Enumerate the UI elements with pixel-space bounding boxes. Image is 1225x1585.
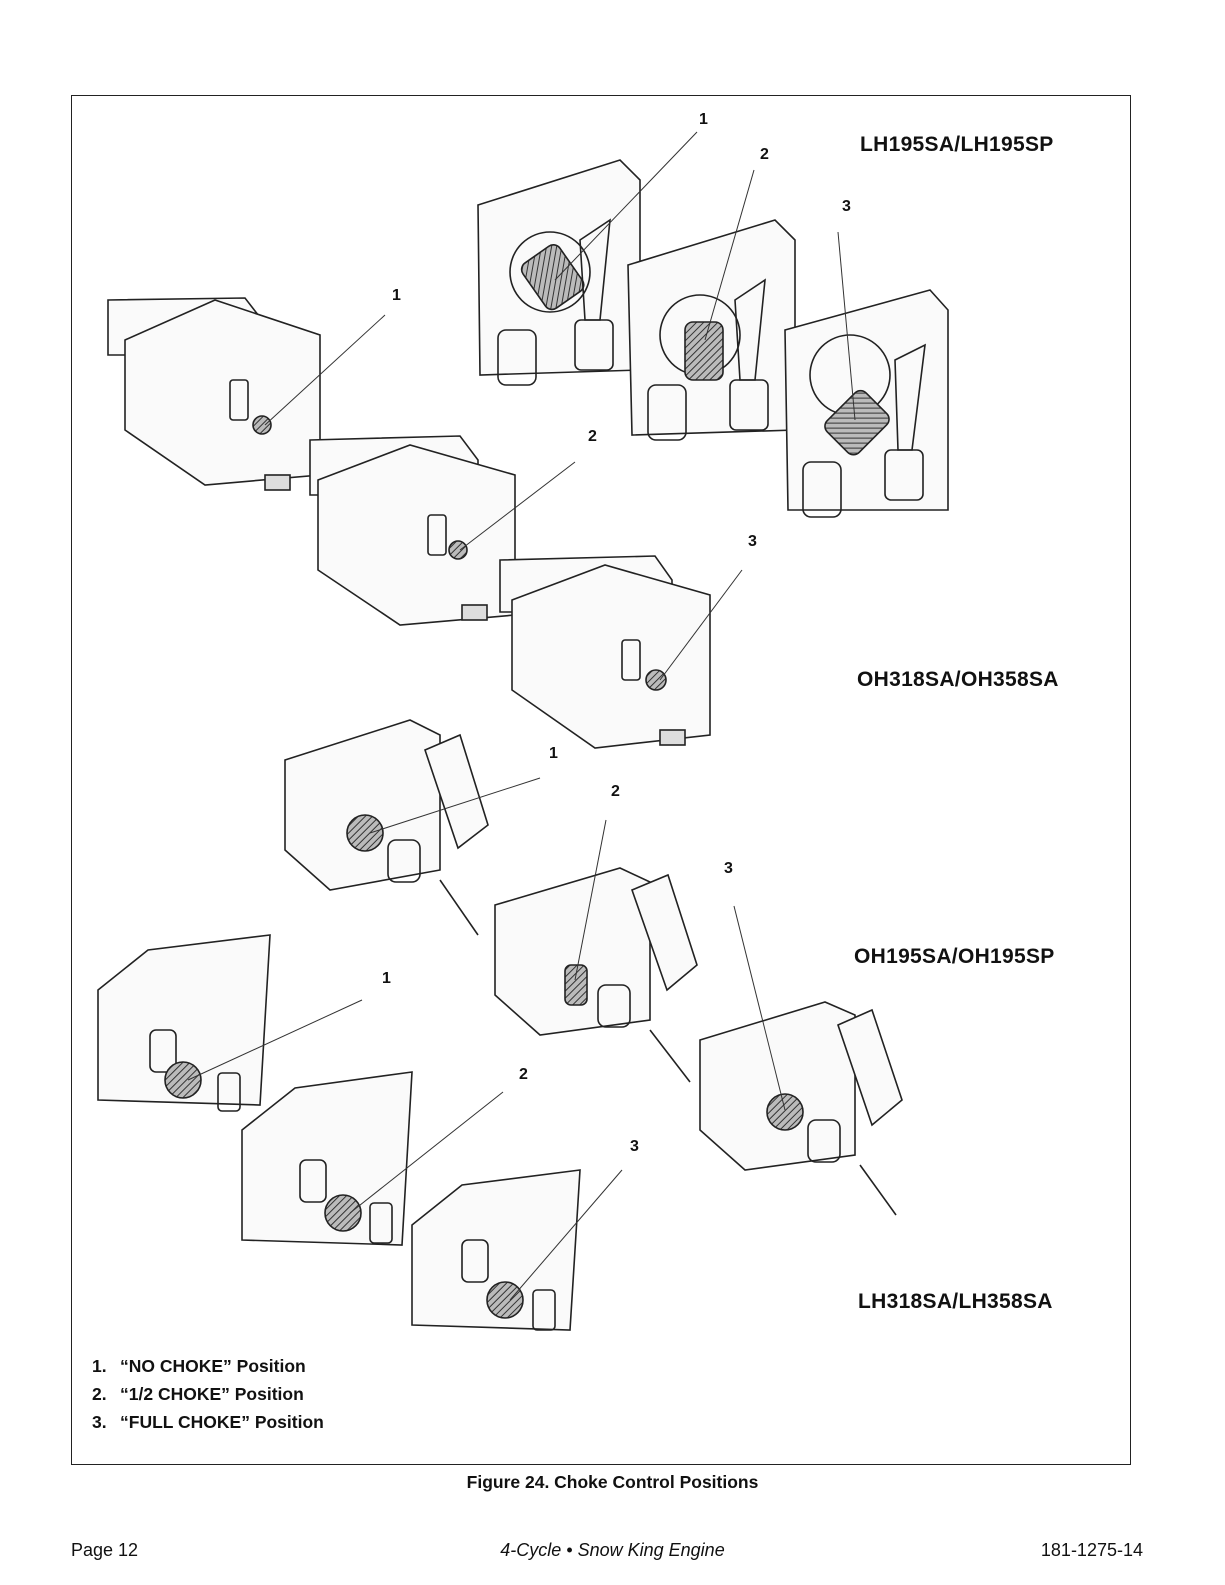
callout-number: 3 [842, 198, 851, 216]
model-label-lh195: LH195SA/LH195SP [860, 133, 1054, 157]
legend-number: 2. [92, 1380, 120, 1408]
lh195-panel-1 [478, 160, 640, 385]
legend-item: 3.“FULL CHOKE” Position [92, 1408, 324, 1436]
legend-text: “1/2 CHOKE” Position [120, 1384, 304, 1404]
callout-number: 2 [519, 1066, 528, 1084]
callout-number: 2 [611, 783, 620, 801]
legend-item: 2.“1/2 CHOKE” Position [92, 1380, 324, 1408]
figure-caption: Figure 24. Choke Control Positions [0, 1472, 1225, 1493]
lh318-engine-3 [412, 1170, 580, 1330]
choke-position-legend: 1.“NO CHOKE” Position 2.“1/2 CHOKE” Posi… [92, 1352, 324, 1436]
oh195-engine-2 [495, 868, 697, 1082]
document-number: 181-1275-14 [1041, 1540, 1143, 1561]
callout-number: 1 [382, 970, 391, 988]
lh195-panel-2 [628, 220, 795, 440]
lh318-engine-1 [98, 935, 270, 1111]
model-label-oh195: OH195SA/OH195SP [854, 945, 1055, 969]
callout-number: 3 [630, 1138, 639, 1156]
oh318-engine-3 [500, 556, 710, 748]
legend-text: “NO CHOKE” Position [120, 1356, 306, 1376]
callout-number: 1 [699, 111, 708, 129]
lh318-engine-2 [242, 1072, 412, 1245]
callout-number: 2 [760, 146, 769, 164]
callout-number: 1 [392, 287, 401, 305]
callout-number: 2 [588, 428, 597, 446]
oh318-engine-2 [310, 436, 515, 625]
model-label-lh318: LH318SA/LH358SA [858, 1290, 1053, 1314]
oh318-engine-1 [108, 298, 320, 490]
legend-text: “FULL CHOKE” Position [120, 1412, 324, 1432]
legend-number: 1. [92, 1352, 120, 1380]
legend-number: 3. [92, 1408, 120, 1436]
callout-number: 1 [549, 745, 558, 763]
model-label-oh318: OH318SA/OH358SA [857, 668, 1059, 692]
callout-number: 3 [748, 533, 757, 551]
oh195-engine-3 [700, 1002, 902, 1215]
legend-item: 1.“NO CHOKE” Position [92, 1352, 324, 1380]
lh195-panel-3 [785, 290, 948, 517]
callout-number: 3 [724, 860, 733, 878]
